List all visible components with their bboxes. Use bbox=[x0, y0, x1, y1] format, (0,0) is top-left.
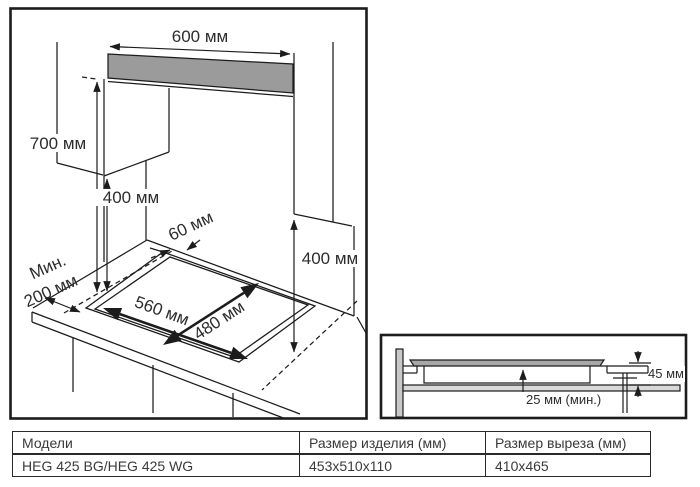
label-backgrounds bbox=[27, 134, 363, 267]
label-700mm: 700 мм bbox=[30, 134, 86, 153]
inset-label-backgrounds bbox=[518, 366, 685, 408]
label-45mm: 45 мм bbox=[648, 366, 684, 381]
table-header-row: Модели Размер изделия (мм) Размер выреза… bbox=[12, 431, 651, 455]
wall-section bbox=[395, 348, 404, 418]
arrow-480 bbox=[177, 291, 245, 337]
hob-top-flange bbox=[408, 359, 606, 367]
label-400mm-left: 400 мм bbox=[103, 188, 159, 207]
right-wall-lines bbox=[293, 42, 355, 316]
dim-pointer-60 bbox=[186, 239, 201, 251]
cutout-size-arrows bbox=[103, 283, 259, 359]
cell-model-name: HEG 425 BG/HEG 425 WG bbox=[12, 453, 300, 477]
shelf-section bbox=[402, 384, 681, 392]
models-table: Модели Размер изделия (мм) Размер выреза… bbox=[12, 431, 651, 477]
inset-cross-section bbox=[395, 348, 681, 418]
countertop-lines bbox=[31, 239, 367, 420]
label-600mm: 600 мм bbox=[172, 27, 228, 46]
hood-lip-line bbox=[107, 80, 294, 98]
cell-product-size: 453x510x110 bbox=[299, 453, 486, 477]
hob-body bbox=[423, 366, 591, 384]
header-cutout-size: Размер выреза (мм) bbox=[485, 431, 651, 455]
label-25mm-min: 25 мм (мин.) bbox=[526, 392, 601, 407]
dim-line-600 bbox=[109, 43, 291, 58]
dashed-reference-lines bbox=[63, 76, 358, 391]
header-product-size: Размер изделия (мм) bbox=[299, 431, 486, 455]
cell-cutout-size: 410x465 bbox=[485, 453, 651, 477]
hood-strip bbox=[107, 53, 294, 94]
header-models: Модели bbox=[12, 431, 300, 455]
label-400mm-right: 400 мм bbox=[302, 249, 358, 268]
table-row: HEG 425 BG/HEG 425 WG 453x510x110 410x46… bbox=[12, 453, 651, 477]
main-diagram-drawing bbox=[31, 42, 367, 420]
inset-labels: 45 мм 25 мм (мин.) bbox=[526, 366, 684, 407]
dim-line-min200 bbox=[44, 297, 81, 313]
